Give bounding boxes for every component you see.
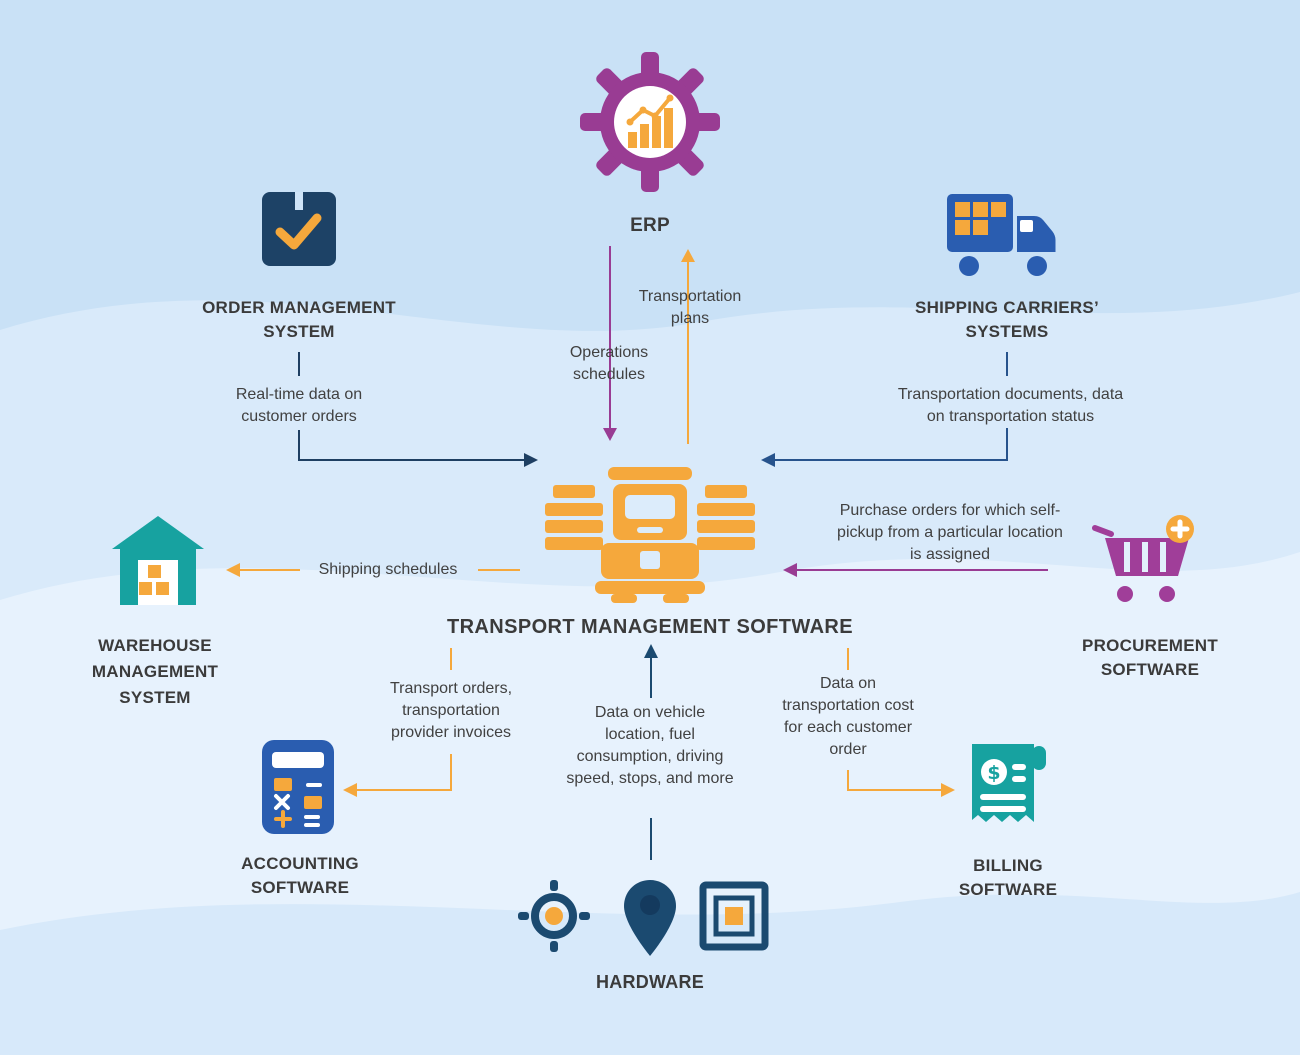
edge-label-operations-schedules: Operations schedules — [569, 344, 649, 383]
receipt-icon: $ — [962, 738, 1054, 840]
arrow-tms-to-wms — [226, 563, 520, 577]
package-check-icon — [254, 176, 344, 276]
billing-label: BILLING SOFTWARE — [958, 856, 1058, 899]
transport-management-label: TRANSPORT MANAGEMENT SOFTWARE — [446, 616, 854, 638]
arrow-tms-to-erp — [681, 249, 695, 444]
warehouse-icon — [110, 512, 206, 608]
svg-text:$: $ — [987, 762, 1000, 784]
edge-label-transport-orders: Transport orders, transportation provide… — [389, 680, 513, 741]
edge-label-transportation-documents: Transportation documents, data on transp… — [897, 386, 1124, 425]
map-pin-icon — [622, 878, 678, 958]
shopping-cart-plus-icon — [1092, 514, 1197, 614]
gps-target-icon — [518, 880, 590, 952]
warehouse-management-label: WAREHOUSE MANAGEMENT SYSTEM — [91, 636, 219, 707]
arrow-hardware-to-tms — [644, 644, 658, 860]
edge-label-shipping-schedules: Shipping schedules — [318, 561, 458, 578]
accounting-label: ACCOUNTING SOFTWARE — [241, 854, 359, 897]
gear-analytics-icon — [580, 52, 720, 192]
order-management-label: ORDER MANAGEMENT SYSTEM — [202, 298, 396, 341]
edge-label-purchase-orders: Purchase orders for which self-pickup fr… — [837, 502, 1063, 563]
calculator-icon — [258, 738, 338, 836]
erp-label: ERP — [630, 215, 670, 236]
delivery-truck-icon — [945, 190, 1065, 282]
rfid-tag-icon — [698, 880, 770, 952]
edge-label-vehicle-data: Data on vehicle location, fuel consumpti… — [566, 704, 734, 787]
shipping-carriers-label: SHIPPING CARRIERS’ SYSTEMS — [915, 298, 1099, 341]
arrow-tms-to-billing — [847, 648, 955, 797]
edge-label-transportation-plans: Transportation plans — [638, 288, 742, 327]
edge-label-transportation-cost: Data on transportation cost for each cus… — [782, 675, 914, 758]
semi-truck-cargo-icon — [545, 453, 755, 608]
edge-label-realtime-customer-orders: Real-time data on customer orders — [235, 386, 363, 425]
arrow-procurement-to-tms — [783, 563, 1048, 577]
arrow-scs-to-tms — [761, 352, 1008, 467]
arrow-tms-to-accounting — [343, 648, 452, 797]
arrow-erp-to-tms — [603, 246, 617, 441]
arrow-oms-to-tms — [298, 352, 538, 467]
hardware-label: HARDWARE — [596, 972, 704, 992]
procurement-label: PROCUREMENT SOFTWARE — [1082, 636, 1218, 679]
